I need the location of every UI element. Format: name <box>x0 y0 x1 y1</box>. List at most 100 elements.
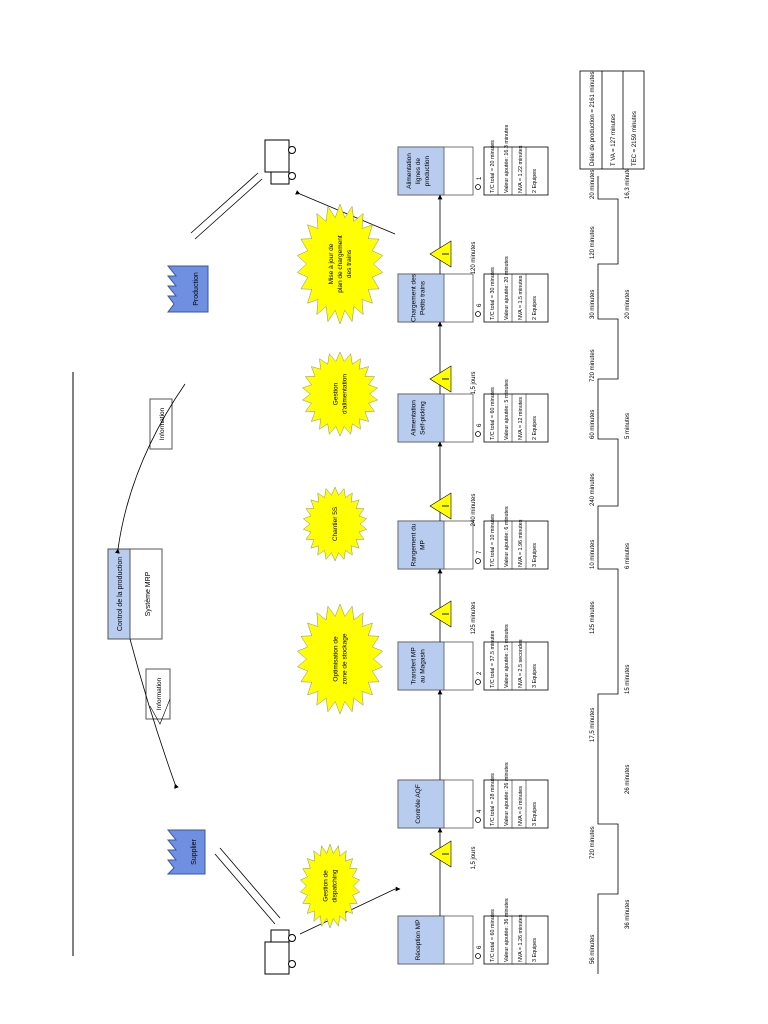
process-data-line: 3 Equipes <box>532 543 538 567</box>
kaizen-label: dispatching <box>332 869 339 902</box>
inventory-label: 1,5 jours <box>471 846 477 869</box>
process-header <box>397 273 445 323</box>
process-data-line: Valeur ajoutée: 15 minutes <box>504 624 510 688</box>
kaizen-label: Chantier 5S <box>332 506 339 541</box>
inventory-mark: I <box>441 853 452 856</box>
truck-icon-left <box>264 929 296 975</box>
process-header <box>397 520 445 570</box>
timeline-bottom-label: 16,3 minutes <box>625 165 631 199</box>
process-name: Contrôle AQF <box>415 784 422 823</box>
kaizen-label: Gestion <box>333 382 340 405</box>
process-name: production <box>424 155 431 186</box>
process-name: Alimentation <box>411 400 418 436</box>
process-data-line: T/C total = 28 minutes <box>490 773 496 826</box>
inventory-mark: I <box>441 613 452 616</box>
information-box-right: Information <box>149 398 173 450</box>
process-header <box>397 779 445 829</box>
production-control-title: Control de la production <box>117 557 124 631</box>
process-data-box <box>483 779 549 829</box>
timeline-top-label: 125 minutes <box>590 601 596 634</box>
process-header <box>397 146 445 196</box>
process-name: Petits trains <box>420 280 427 315</box>
process-name: au Magasin <box>420 649 427 683</box>
process-data-box <box>483 641 549 691</box>
process-name: Réception MP <box>415 920 422 961</box>
timeline-top-label: 20 minutes <box>590 170 596 199</box>
timeline-top-label: 240 minutes <box>590 473 596 506</box>
mrp-system-label: Système MRP <box>145 571 152 616</box>
process-data-line: Valeur ajoutée: 16.3 minutes <box>504 124 510 193</box>
timeline-bottom-label: 26 minutes <box>625 765 631 794</box>
inventory-label: 1,5 jours <box>471 371 477 394</box>
summary-box: Délai de production = 2161 minutes T VA … <box>579 70 645 170</box>
timeline-top-label: 120 minutes <box>590 226 596 259</box>
process-data-line: 3 Equipes <box>532 938 538 962</box>
inventory-mark: I <box>441 378 452 381</box>
svg-text:Information: Information <box>156 677 163 710</box>
supplier-label: Supplier <box>191 838 198 864</box>
process-name: Chargement des <box>411 273 418 322</box>
process-data-line: NVA = 1.22 minutes <box>518 145 524 193</box>
process-data-line: NVA = 12 minutes <box>518 397 524 440</box>
process-data-line: T/C total = 60 minutes <box>490 909 496 962</box>
process-header <box>397 915 445 965</box>
process-data-line: NVA = 1.26 minutes <box>518 914 524 962</box>
summary-lead-time: Délai de production = 2161 minutes <box>590 71 596 166</box>
operator-count: 6 <box>477 303 483 307</box>
process-data-line: NVA = 1.96 minutes <box>518 519 524 567</box>
process-name: Rangement du <box>411 523 418 566</box>
timeline-top-label: 30 minutes <box>590 290 596 319</box>
process-name: Self-picking <box>420 401 427 435</box>
process-data-box <box>483 146 549 196</box>
kaizen-label: plan de chargement <box>337 235 344 293</box>
process-data-box <box>483 915 549 965</box>
operator-count: 4 <box>477 809 483 813</box>
process-data-line: T/C total = 60 minutes <box>490 387 496 440</box>
kaizen-label: d'alimentation <box>342 374 349 414</box>
process-name: lignes de <box>415 158 422 184</box>
summary-tva: T VA = 127 minutes <box>611 114 617 166</box>
kaizen-label: Optimisation de <box>333 636 340 682</box>
process-data-line: Valeur ajoutée: 26 minutes <box>504 762 510 826</box>
inventory-label: 120 minutes <box>471 242 477 275</box>
process-data-line: 2 Equipes <box>532 169 538 193</box>
process-box: Contrôle AQF 4 T/C total = 28 minutes Valeu… <box>397 762 549 829</box>
timeline-bottom-label: 36 minutes <box>625 900 631 929</box>
operator-icon <box>475 817 481 823</box>
kaizen-burst: Chantier 5S <box>302 486 368 562</box>
process-data-line: 3 Equipes <box>532 802 538 826</box>
production-label: Production <box>193 272 200 306</box>
inventory-label: 125 minutes <box>471 602 477 635</box>
process-data-line: Valeur ajoutée: 5 minutes <box>504 379 510 440</box>
inventory-mark: I <box>441 253 452 256</box>
process-data-box <box>483 520 549 570</box>
kaizen-label: Mise à jour de <box>328 243 335 284</box>
process-data-line: Valeur ajoutée: 6 minutes <box>504 506 510 567</box>
timeline-top-label: 720 minutes <box>590 826 596 859</box>
timeline-line <box>597 176 619 974</box>
process-data-line: 2 Equipes <box>532 296 538 320</box>
operator-count: 7 <box>477 550 483 554</box>
timeline-top-label: 60 minutes <box>590 410 596 439</box>
info-flow-supplier <box>129 638 179 789</box>
operator-count: 6 <box>477 945 483 949</box>
process-data-line: T/C total = 20 minutes <box>490 140 496 193</box>
operator-icon <box>475 311 481 317</box>
process-name: Transfert MP <box>411 647 418 684</box>
lightning-icon <box>149 698 171 725</box>
operator-icon <box>475 431 481 437</box>
timeline-bottom-label: 15 minutes <box>625 665 631 694</box>
operator-count: 1 <box>477 176 483 180</box>
inventory-label: 240 minutes <box>471 494 477 527</box>
operator-icon <box>475 953 481 959</box>
operator-count: 6 <box>477 423 483 427</box>
timeline-top-label: 17,5 minutes <box>590 708 596 742</box>
production-factory-icon: Production <box>166 265 209 313</box>
